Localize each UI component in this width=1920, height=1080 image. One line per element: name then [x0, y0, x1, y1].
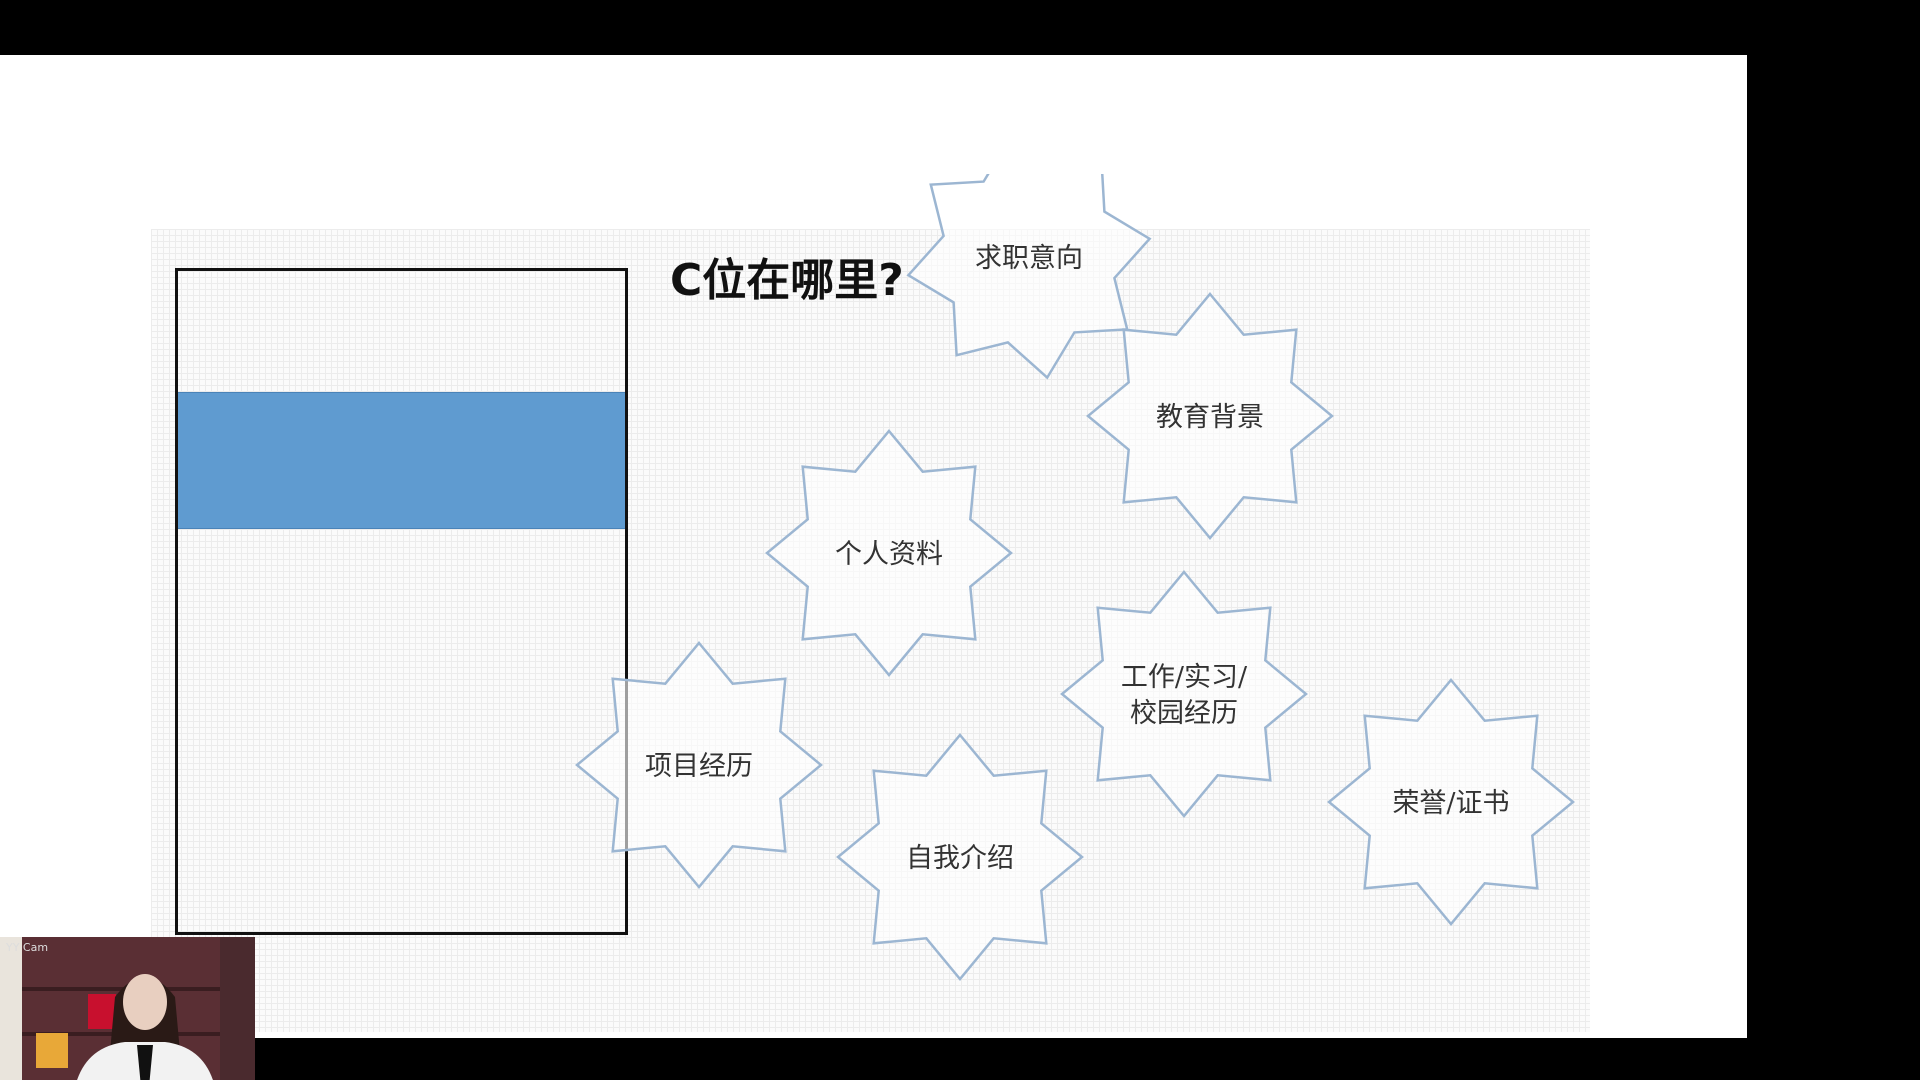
star-outline [836, 733, 1084, 981]
star-3: 个人资料 [765, 429, 1013, 677]
star-1: 求职意向 [906, 174, 1152, 380]
star-label: 工作/实习/ [1121, 662, 1248, 693]
presenter-image [77, 974, 213, 1080]
resume-highlight-band [178, 392, 625, 529]
star-outline [1327, 678, 1575, 926]
star-4: 工作/实习/校园经历 [1060, 570, 1308, 818]
star-6: 自我介绍 [836, 733, 1084, 981]
star-outline [906, 174, 1152, 380]
star-outline [765, 429, 1013, 677]
star-label: 荣誉/证书 [1392, 788, 1509, 819]
star-label: 求职意向 [975, 243, 1083, 274]
star-label: 教育背景 [1156, 402, 1264, 433]
star-label: 校园经历 [1130, 698, 1238, 729]
star-outline [1060, 570, 1308, 818]
slide-title: C位在哪里? [670, 255, 904, 306]
star-label: 个人资料 [835, 539, 943, 570]
star-5: 项目经历 [575, 641, 823, 889]
star-outline [575, 641, 823, 889]
star-2: 教育背景 [1086, 292, 1334, 540]
resume-outline [175, 268, 628, 935]
star-outline [1086, 292, 1334, 540]
star-label: 自我介绍 [906, 843, 1014, 874]
star-7: 荣誉/证书 [1327, 678, 1575, 926]
webcam-label: YY Cam [6, 941, 49, 954]
star-label: 项目经历 [645, 751, 753, 782]
webcam-overlay[interactable]: YY Cam [0, 937, 255, 1080]
